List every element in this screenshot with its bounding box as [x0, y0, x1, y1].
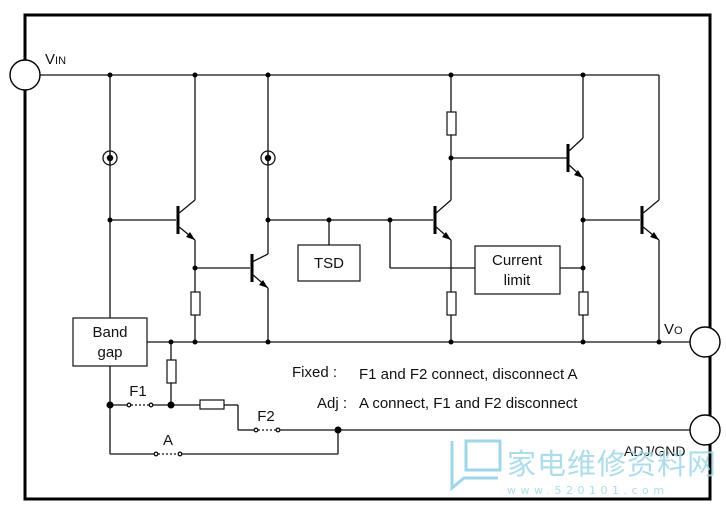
ic-boundary — [23, 13, 712, 501]
band-gap-label-2: gap — [97, 344, 122, 361]
watermark: 家电维修资料网 www.520101.com — [450, 439, 717, 497]
fuse-f1 — [126, 402, 154, 408]
current-limit-label-2: limit — [504, 272, 531, 289]
transistor-q1 — [176, 199, 196, 241]
band-gap-label-1: Band — [92, 324, 127, 341]
band-gap-block — [72, 317, 148, 367]
vo-label-main: V — [664, 321, 674, 338]
current-limit-label-1: Current — [492, 252, 543, 269]
current-limit-block — [474, 245, 561, 295]
adj-note-text: A connect, F1 and F2 disconnect — [359, 395, 578, 412]
series-resistor — [199, 399, 225, 410]
fuse-f2 — [253, 427, 281, 433]
divider-resistor — [166, 359, 177, 384]
adj-note-label: Adj : — [317, 395, 347, 412]
current-source-1 — [102, 150, 118, 166]
tsd-block — [297, 244, 361, 282]
vo-label: VO — [664, 321, 683, 338]
vo-label-sub: O — [674, 325, 683, 337]
fixed-note-label: Fixed : — [292, 364, 337, 381]
transistor-q4 — [566, 137, 584, 179]
watermark-logo-icon — [450, 441, 498, 492]
q3-emitter-resistor — [446, 291, 457, 316]
switch-a — [153, 451, 183, 457]
vin-pin — [9, 59, 41, 91]
q1-emitter-resistor — [190, 291, 201, 316]
vo-pin — [689, 326, 721, 358]
tsd-label: TSD — [314, 255, 344, 272]
f2-label: F2 — [257, 408, 275, 425]
current-source-2 — [260, 150, 276, 166]
f1-label: F1 — [129, 383, 147, 400]
watermark-logo-frame-icon — [464, 439, 502, 472]
a-label: A — [163, 432, 173, 449]
vin-label-main: V — [45, 51, 55, 68]
transistor-q3 — [433, 199, 452, 241]
vin-label: VIN — [45, 51, 66, 68]
watermark-url: www.520101.com — [507, 484, 668, 497]
adj-gnd-label: ADJ/GND — [624, 443, 685, 459]
q3-collector-resistor — [446, 111, 457, 136]
transistor-q5 — [640, 199, 660, 241]
vin-label-sub: IN — [55, 55, 66, 67]
watermark-chinese: 家电维修资料网 — [507, 447, 717, 481]
adj-gnd-pin — [689, 414, 721, 446]
junction-dots — [106, 72, 662, 434]
q4-emitter-resistor — [578, 291, 589, 316]
transistor-q2 — [250, 253, 269, 289]
fixed-note-text: F1 and F2 connect, disconnect A — [359, 366, 577, 383]
